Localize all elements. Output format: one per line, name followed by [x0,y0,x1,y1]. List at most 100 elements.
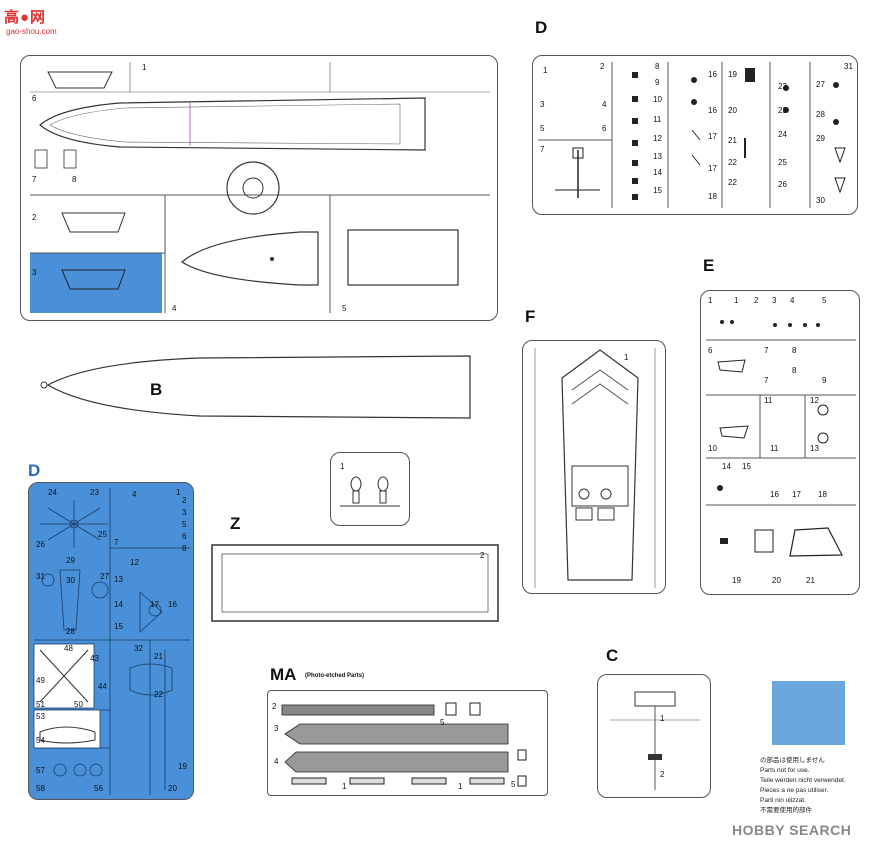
d-num-27: 27 [816,80,825,89]
d-num-14: 14 [653,168,662,177]
e-num-12: 12 [810,396,819,405]
d-num-28: 28 [816,110,825,119]
db-num-19: 19 [178,762,187,771]
unused-parts-area-a3 [30,253,162,313]
e-num-6: 6 [708,346,713,355]
e-num-8b: 8 [792,366,797,375]
db-num-16: 16 [168,600,177,609]
sprue-c-frame [597,674,711,798]
e-num-10: 10 [708,444,717,453]
db-num-12: 12 [130,558,139,567]
db-num-7: 7 [114,538,119,547]
db-num-17: 17 [150,600,159,609]
db-num-48: 48 [64,644,73,653]
d-num-21: 21 [728,136,737,145]
part-num-a3: 3 [32,268,37,277]
c-num-1: 1 [660,714,665,723]
ma-num-2: 2 [272,702,277,711]
z1-num-1: 1 [340,462,345,471]
d-num-20: 20 [728,106,737,115]
db-num-15: 15 [114,622,123,631]
sprue-label-c: C [606,646,619,665]
d-num-25: 25 [778,158,787,167]
d-num-15: 15 [653,186,662,195]
sprue-z1-frame [330,452,410,526]
db-num-54: 54 [36,736,45,745]
sprue-label-ma: MA [270,665,297,684]
d-num-23a: 23 [778,82,787,91]
legend-line-1: の部品は使用しません [760,757,825,764]
sprue-label-b: B [150,380,163,399]
ma-num-4: 4 [274,757,279,766]
part-num-a4: 4 [172,304,177,313]
d-num-13: 13 [653,152,662,161]
e-num-7b: 7 [764,376,769,385]
z-num-2: 2 [480,551,485,560]
ma-num-1b: 1 [458,782,463,791]
db-num-31: 31 [36,572,45,581]
legend-line-5: Parti nin ulizzat. [760,797,806,804]
d-num-11: 11 [653,115,662,124]
ma-num-5a: 5 [440,718,445,727]
e-num-5: 5 [822,296,827,305]
db-num-28: 28 [66,627,75,636]
legend-swatch [772,681,845,745]
ma-num-5b: 5 [511,780,516,789]
e-num-8a: 8 [792,346,797,355]
db-num-22: 22 [154,690,163,699]
d-num-17a: 17 [708,132,717,141]
db-num-14: 14 [114,600,123,609]
part-num-a2: 2 [32,213,37,222]
d-num-30: 30 [816,196,825,205]
db-num-29: 29 [66,556,75,565]
watermark-url: gao-shou.com [6,27,57,36]
d-num-16b: 16 [708,106,717,115]
db-num-53: 53 [36,712,45,721]
d-num-7: 7 [540,145,545,154]
e-num-18: 18 [818,490,827,499]
db-num-32: 32 [134,644,143,653]
d-num-24: 24 [778,130,787,139]
d-num-26: 26 [778,180,787,189]
db-num-51: 51 [36,700,45,709]
sprue-a-frame [20,55,498,321]
sprue-label-d-top: D [535,18,548,37]
db-num-6: 6 [182,532,187,541]
sprue-e-frame [700,290,860,595]
db-num-23: 23 [90,488,99,497]
part-num-a7: 7 [32,175,37,184]
e-num-21: 21 [806,576,815,585]
e-num-19: 19 [732,576,741,585]
db-num-44: 44 [98,682,107,691]
e-num-3: 3 [772,296,777,305]
db-num-58: 58 [36,784,45,793]
part-num-a6: 6 [32,94,37,103]
d-num-3: 3 [540,100,545,109]
ma-num-1a: 1 [342,782,347,791]
db-num-26: 26 [36,540,45,549]
sprue-label-z: Z [230,514,241,533]
db-num-8: 8 [182,544,187,553]
e-num-11a: 11 [764,396,773,405]
legend-line-3: Teile werden nicht verwendet. [760,777,846,784]
db-num-4: 4 [132,490,137,499]
d-num-29: 29 [816,134,825,143]
d-num-17b: 17 [708,164,717,173]
legend-line-6: 不需要使用的部件 [760,807,812,814]
db-num-57: 57 [36,766,45,775]
d-num-19: 19 [728,70,737,79]
e-num-11b: 11 [770,444,779,453]
sprue-label-f: F [525,307,536,326]
f-num-1: 1 [624,353,629,362]
d-num-31: 31 [844,62,853,71]
d-num-23b: 23 [778,106,787,115]
db-num-24: 24 [48,488,57,497]
part-num-a8: 8 [72,175,77,184]
watermark-logo: 高●网 [4,9,47,26]
d-num-2: 2 [600,62,605,71]
db-num-25: 25 [98,530,107,539]
